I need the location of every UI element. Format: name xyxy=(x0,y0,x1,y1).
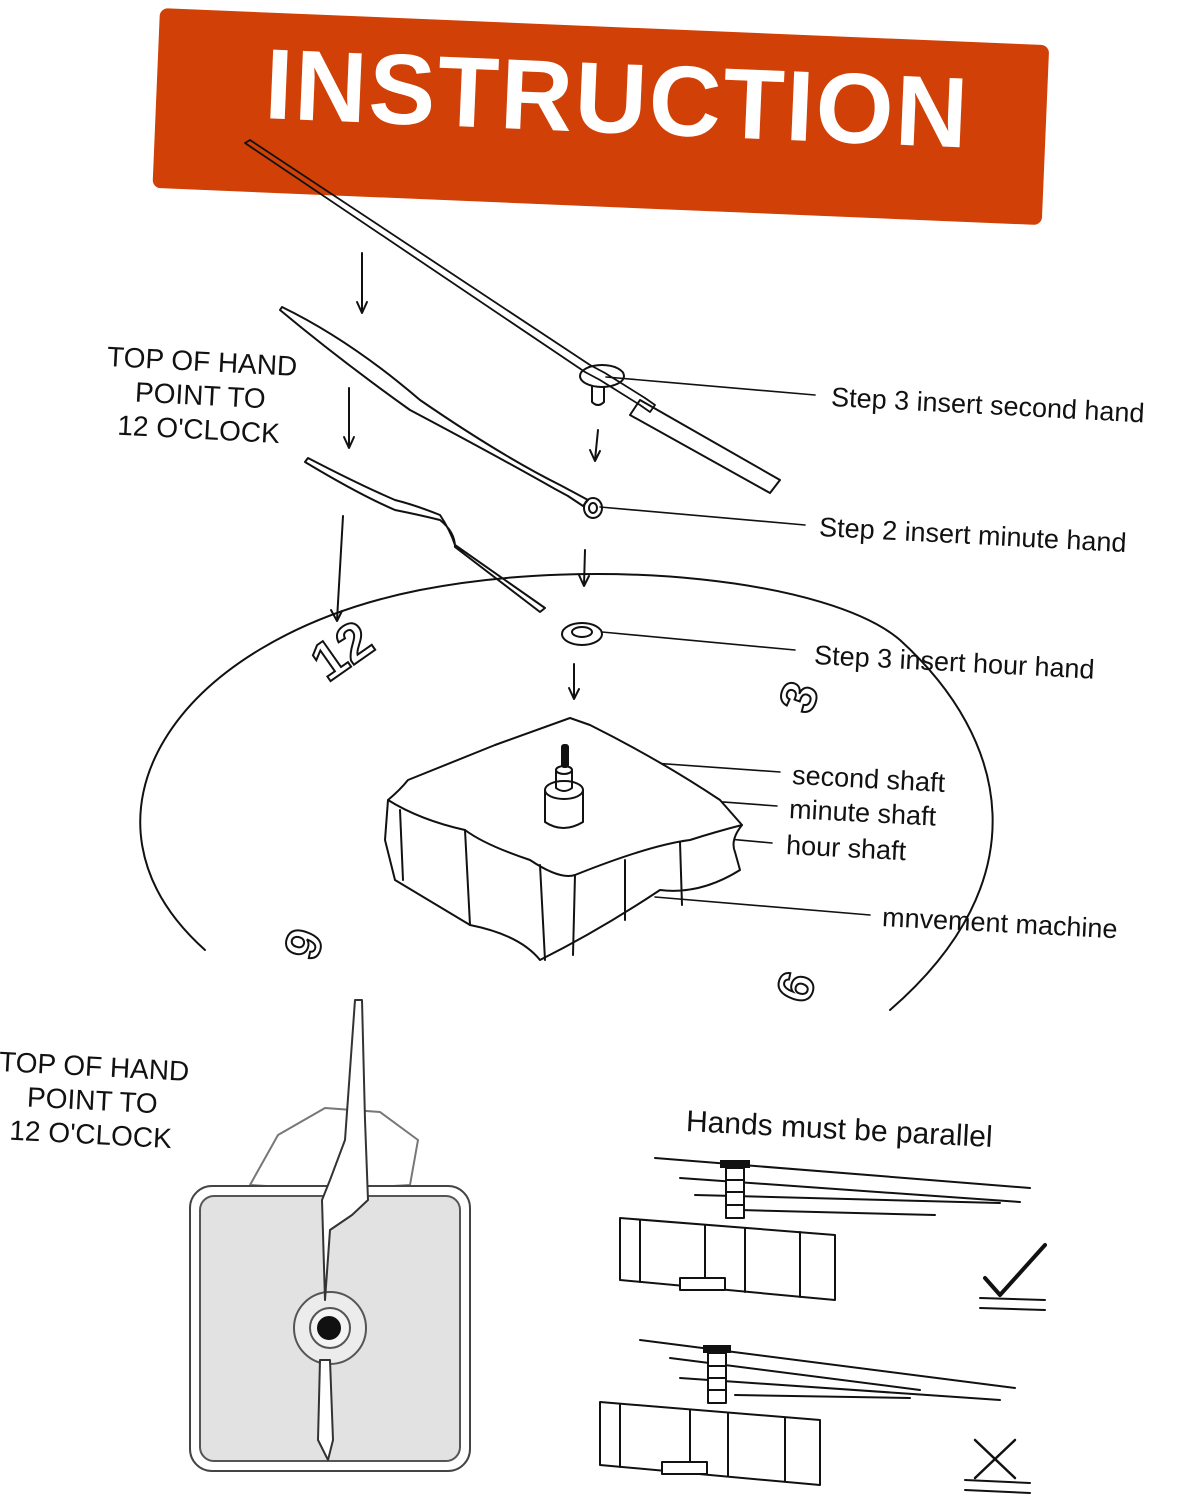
second-hand xyxy=(244,139,781,494)
insert-arrows xyxy=(330,252,601,700)
note-bottom-top-of-hand: TOP OF HAND POINT TO 12 O'CLOCK xyxy=(0,1045,190,1157)
parallel-wrong-example xyxy=(599,1339,1031,1494)
hour-hand xyxy=(304,457,603,646)
label-hour-shaft: hour shaft xyxy=(785,830,907,867)
note-top-of-hand: TOP OF HAND POINT TO 12 O'CLOCK xyxy=(103,340,298,452)
parallel-correct-example xyxy=(619,1157,1047,1311)
movement-front-view xyxy=(189,999,471,1472)
movement-machine xyxy=(384,717,743,961)
minute-hand xyxy=(279,306,603,519)
clock-dial-outline xyxy=(139,573,994,1011)
